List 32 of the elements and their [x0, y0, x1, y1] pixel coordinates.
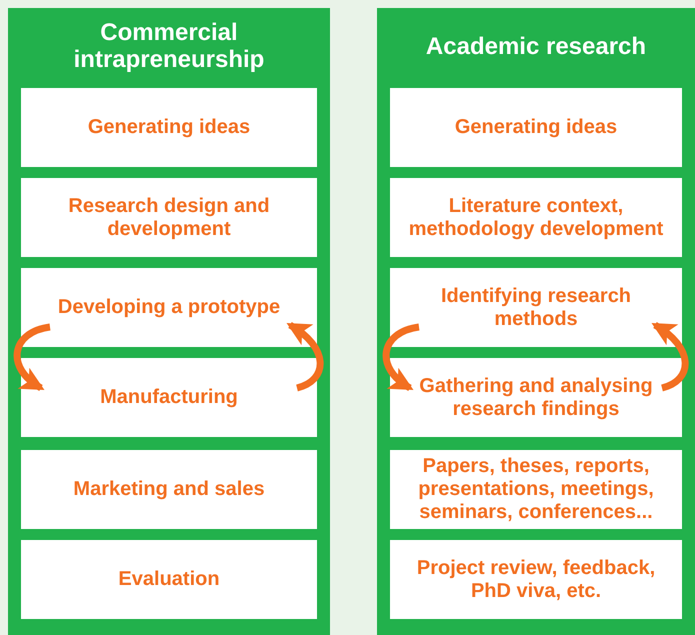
step-box [390, 268, 682, 347]
step-box [21, 358, 317, 437]
step-box [390, 540, 682, 619]
column-heading: Academic research [424, 32, 648, 62]
step-box [21, 450, 317, 529]
step-box [21, 540, 317, 619]
column-heading: Commercial intrapreneurship [72, 18, 266, 75]
step-box [390, 358, 682, 437]
step-text: Papers, theses, reports, presentations, meetings, seminars, conferences... [417, 455, 655, 524]
step-text: Identifying research methods [440, 284, 632, 330]
step-box [390, 450, 682, 529]
cycle-arrow [286, 322, 324, 392]
column-panel [377, 8, 695, 635]
step-text: Generating ideas [454, 116, 618, 139]
column-panel [8, 8, 330, 635]
cycle-arrow [14, 324, 51, 391]
step-text: Developing a prototype [58, 296, 280, 319]
step-text: Manufacturing [100, 386, 238, 409]
cycle-arrow [382, 324, 420, 391]
step-text: Gathering and analysing research findings [418, 374, 654, 420]
step-text: Generating ideas [88, 116, 250, 139]
step-box [21, 178, 317, 257]
step-text: Marketing and sales [73, 478, 265, 501]
step-text: Evaluation [118, 568, 220, 591]
step-box [21, 268, 317, 347]
step-box [390, 178, 682, 257]
cycle-arrow [652, 322, 689, 392]
step-box [21, 88, 317, 167]
step-box [390, 88, 682, 167]
step-text: Research design and development [67, 194, 271, 240]
step-text: Literature context, methodology development [408, 194, 664, 240]
step-text: Project review, feedback, PhD viva, etc. [416, 556, 656, 602]
